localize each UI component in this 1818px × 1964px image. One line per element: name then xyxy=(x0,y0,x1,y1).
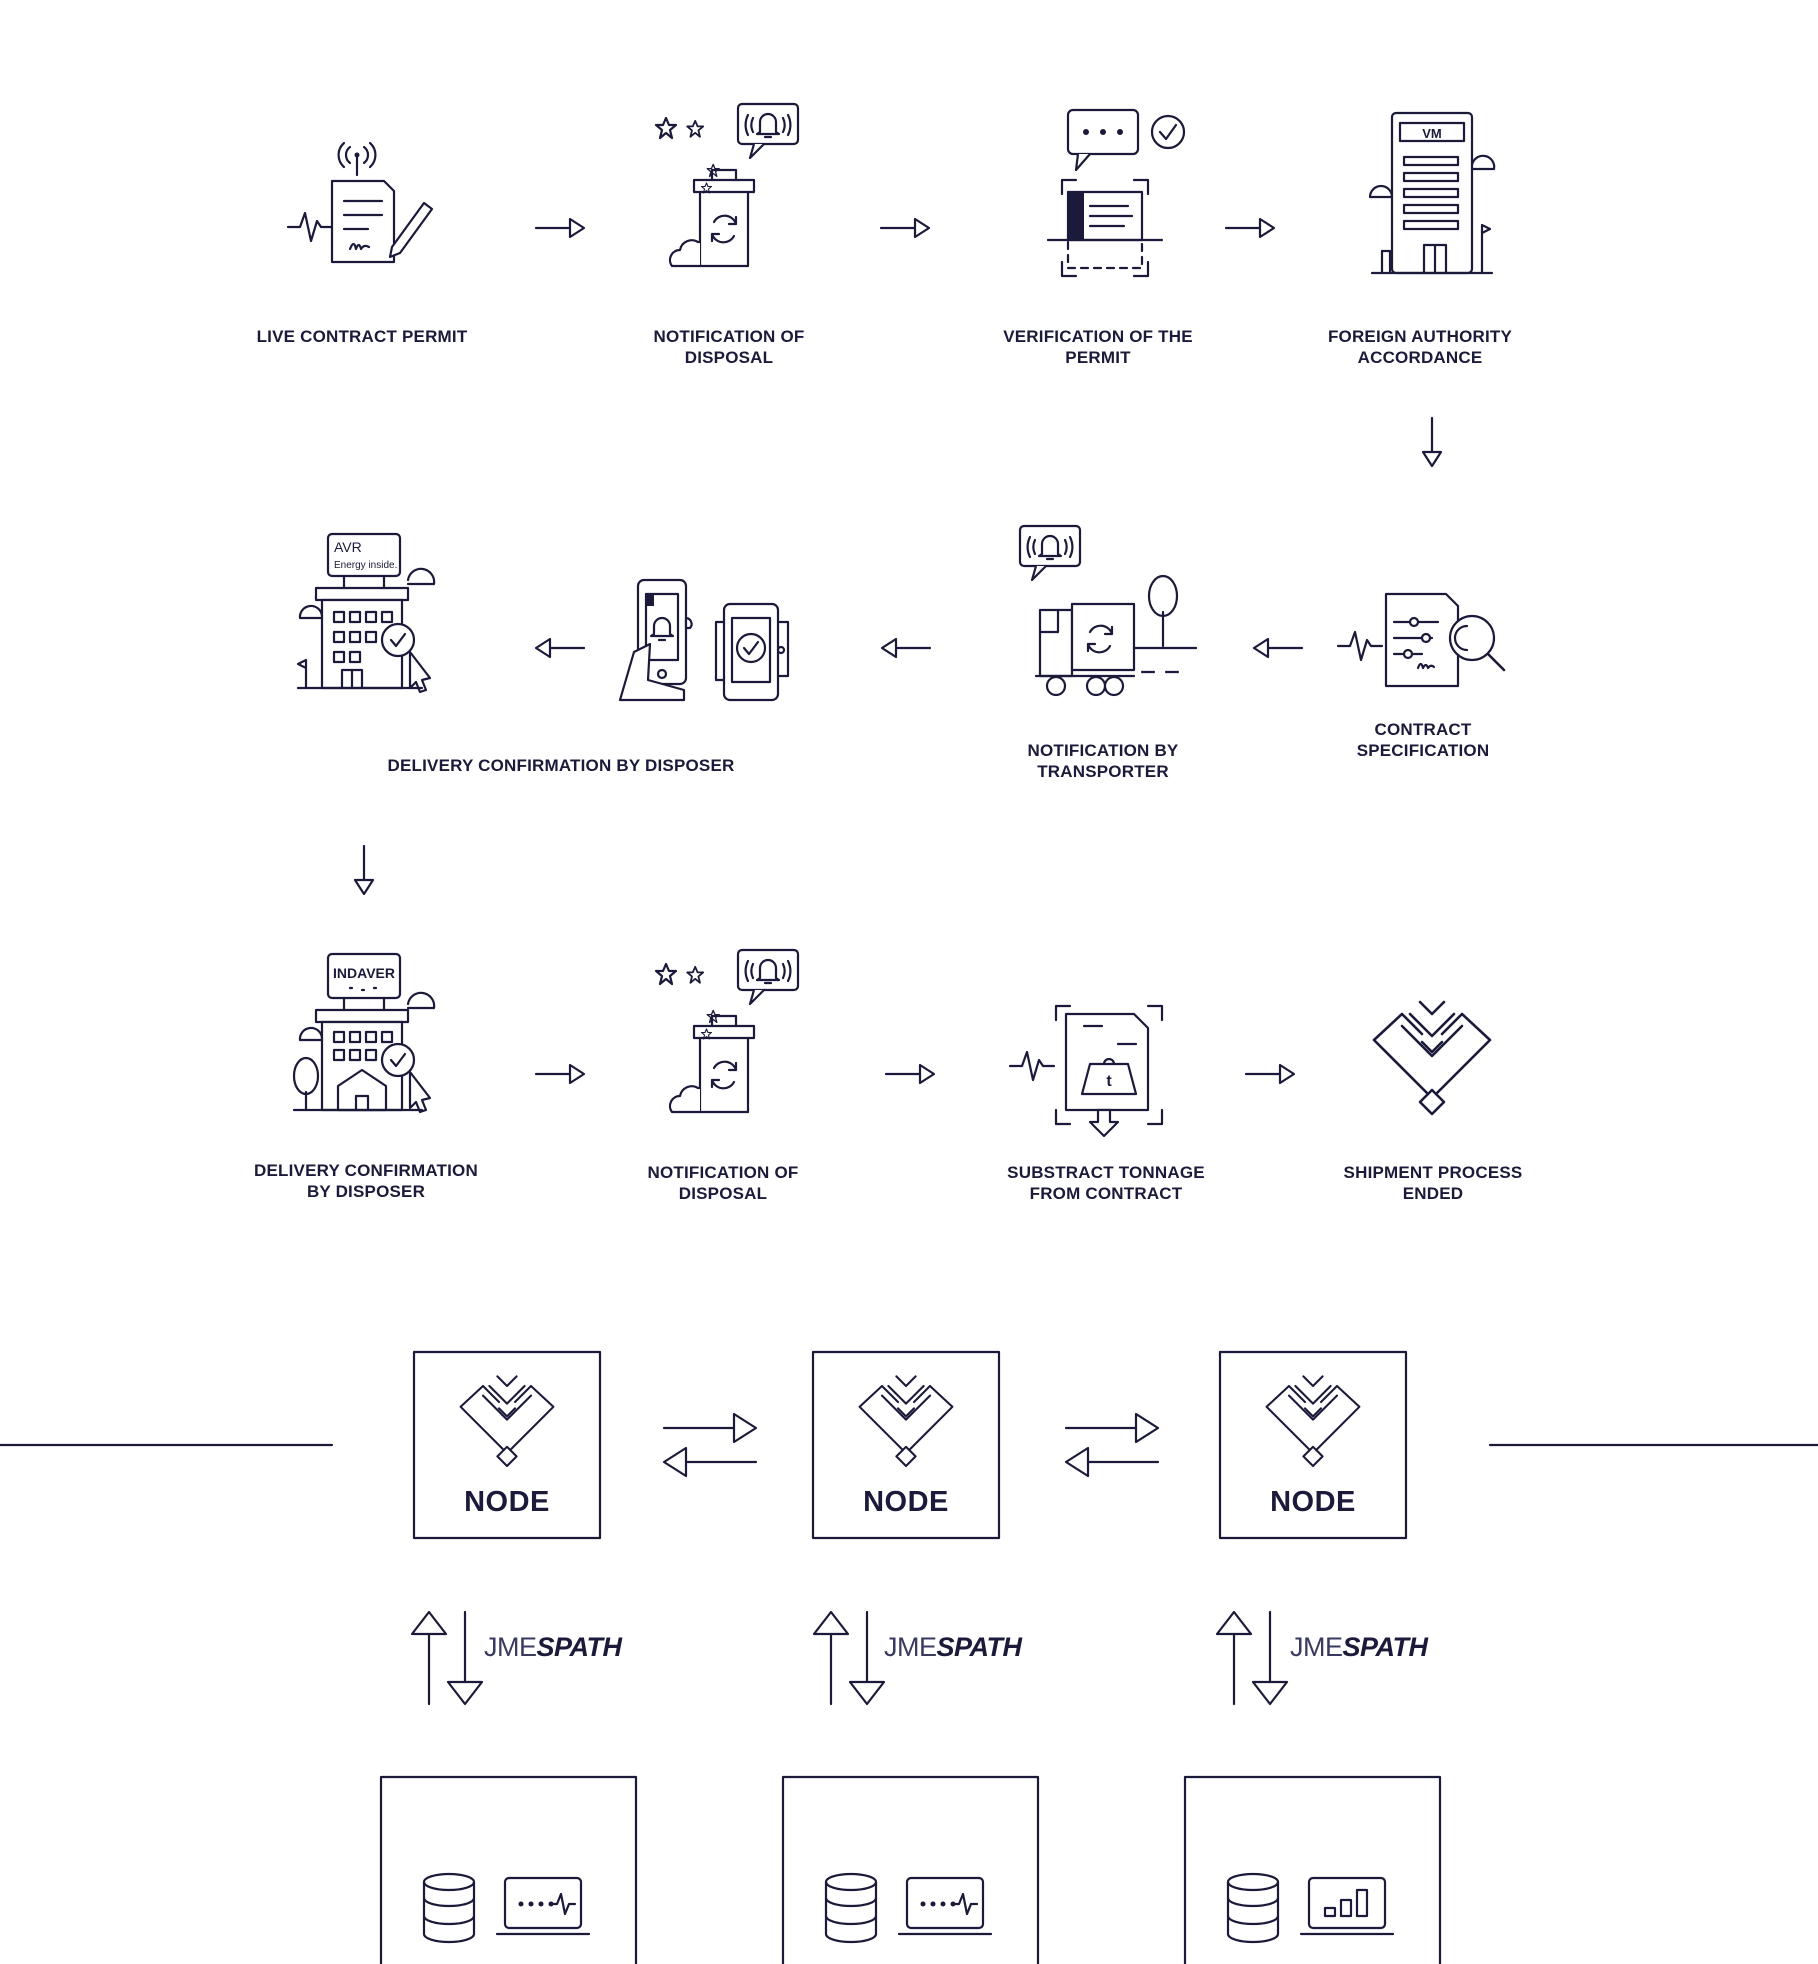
flow-arrow xyxy=(353,844,375,896)
flow-arrow xyxy=(1244,1063,1296,1085)
flow-arrow xyxy=(534,217,586,239)
client-box xyxy=(379,1775,638,1964)
flow-arrow xyxy=(879,217,931,239)
flow-arrow xyxy=(884,1063,936,1085)
signed-permit-document-icon xyxy=(286,141,434,264)
step-label: VERIFICATION OF THE PERMIT xyxy=(1003,327,1193,367)
svg-text:t: t xyxy=(1106,1073,1112,1090)
flow-arrow xyxy=(880,637,932,659)
flow-arrow xyxy=(1252,637,1304,659)
client-box xyxy=(781,1775,1040,1964)
step-label: SHIPMENT PROCESS ENDED xyxy=(1343,1163,1523,1203)
sync-arrows xyxy=(1064,1412,1160,1478)
step-label: SUBSTRACT TONNAGE FROM CONTRACT xyxy=(1007,1163,1205,1203)
step-label: NOTIFICATION OF DISPOSAL xyxy=(653,327,805,367)
flow-arrow xyxy=(534,637,586,659)
query-arrows xyxy=(410,1610,484,1706)
database-chart-icon xyxy=(1226,1872,1395,1944)
flow-arrow xyxy=(1224,217,1276,239)
node-box xyxy=(412,1350,602,1540)
step-label: DELIVERY CONFIRMATION BY DISPOSER xyxy=(254,1161,478,1201)
svg-text:VM: VM xyxy=(1422,126,1442,141)
node-label: NODE xyxy=(464,1486,550,1518)
step-label: DELIVERY CONFIRMATION BY DISPOSER xyxy=(387,756,735,775)
sync-arrows xyxy=(662,1412,758,1478)
database-monitor-icon xyxy=(824,1872,993,1944)
avr-building-icon: AVR Energy inside. xyxy=(296,532,436,694)
chevron-logo-icon xyxy=(1372,1000,1492,1116)
recycle-bin-notification-icon-2 xyxy=(654,948,800,1114)
jmespath-bold: SPATH xyxy=(936,1632,1023,1662)
jmespath-logo: JMESPATH xyxy=(484,1632,622,1663)
step-label: NOTIFICATION BY TRANSPORTER xyxy=(1027,741,1179,781)
authority-building-icon: VM xyxy=(1368,111,1496,275)
avr-sign-text: AVR xyxy=(334,539,362,555)
step-label: CONTRACT SPECIFICATION xyxy=(1356,720,1490,760)
avr-sign-tagline: Energy inside. xyxy=(334,560,397,571)
disposer-building-icon: INDAVER xyxy=(292,952,436,1114)
flow-arrow xyxy=(1421,416,1443,468)
step-label: FOREIGN AUTHORITY ACCORDANCE xyxy=(1327,327,1513,367)
query-arrows xyxy=(812,1610,886,1706)
indaver-sign-text: INDAVER xyxy=(333,965,395,981)
node-box xyxy=(811,1350,1001,1540)
tonnage-document-icon: t xyxy=(1008,1004,1164,1138)
jmespath-light: JME xyxy=(484,1632,537,1662)
flow-arrow xyxy=(534,1063,586,1085)
contract-inspection-icon xyxy=(1336,592,1506,688)
jmespath-light: JME xyxy=(1290,1632,1343,1662)
node-label: NODE xyxy=(863,1486,949,1518)
jmespath-logo: JMESPATH xyxy=(884,1632,1022,1663)
jmespath-light: JME xyxy=(884,1632,937,1662)
permit-scan-verification-icon xyxy=(1046,108,1186,278)
client-box xyxy=(1183,1775,1442,1964)
step-label: LIVE CONTRACT PERMIT xyxy=(256,327,468,346)
jmespath-bold: SPATH xyxy=(1342,1632,1429,1662)
recycle-bin-notification-icon xyxy=(654,102,800,268)
query-arrows xyxy=(1215,1610,1289,1706)
mobile-confirmation-icon xyxy=(618,578,790,702)
jmespath-logo: JMESPATH xyxy=(1290,1632,1428,1663)
jmespath-bold: SPATH xyxy=(536,1632,623,1662)
database-monitor-icon xyxy=(422,1872,591,1944)
step-label: NOTIFICATION OF DISPOSAL xyxy=(647,1163,799,1203)
node-box xyxy=(1218,1350,1408,1540)
node-label: NODE xyxy=(1270,1486,1356,1518)
truck-notification-icon xyxy=(1018,524,1198,697)
